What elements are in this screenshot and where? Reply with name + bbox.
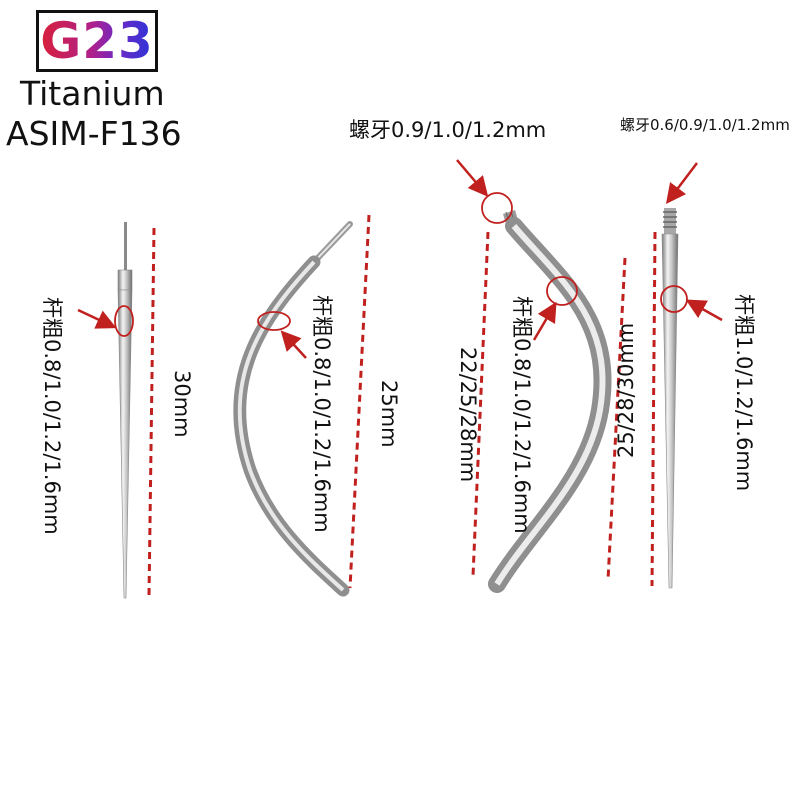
shaft-arrow-3 [532, 301, 557, 341]
shaft-arrow-4 [685, 299, 723, 322]
dim-line-4 [650, 231, 657, 587]
thread-label-4: 螺牙0.6/0.9/1.0/1.2mm [620, 116, 790, 134]
shaft-circle-2 [257, 311, 291, 331]
thread-label-3: 螺牙0.9/1.0/1.2mm [349, 118, 547, 142]
thread-arrow-3 [456, 159, 489, 197]
thread-arrow-4 [665, 162, 698, 204]
shaft-label-1: 杆粗0.8/1.0/1.2/1.6mm [40, 297, 64, 535]
straight-threaded-taper-4 [661, 208, 679, 589]
dim-line-25-28-30mm [606, 257, 627, 581]
standard-title: ASIM-F136 [6, 114, 182, 153]
shaft-label-3: 杆粗0.8/1.0/1.2/1.6mm [510, 296, 534, 534]
length-label-1: 30mm [170, 370, 194, 438]
g23-logo: G23 [36, 10, 158, 72]
material-title: Titanium [20, 74, 165, 113]
thread-circle-3 [481, 192, 513, 224]
shaft-arrow-1 [77, 308, 117, 329]
dim-line-22-25-28mm [471, 231, 490, 577]
length-label-3b: 25/28/30mm [614, 322, 638, 458]
curved-threaded-taper-3 [488, 210, 612, 593]
shaft-circle-4 [660, 285, 688, 313]
shaft-arrow-2 [280, 330, 307, 359]
shaft-label-2: 杆粗0.8/1.0/1.2/1.6mm [310, 295, 334, 533]
straight-taper-1 [117, 222, 133, 599]
dim-line-25mm [348, 214, 371, 589]
length-label-2: 25mm [377, 380, 401, 448]
dim-line-30mm [147, 227, 156, 597]
shaft-circle-3 [546, 276, 578, 306]
length-label-3a: 22/25/28mm [456, 347, 480, 483]
logo-text: G23 [40, 12, 154, 70]
shaft-label-4: 杆粗1.0/1.2/1.6mm [732, 294, 756, 492]
